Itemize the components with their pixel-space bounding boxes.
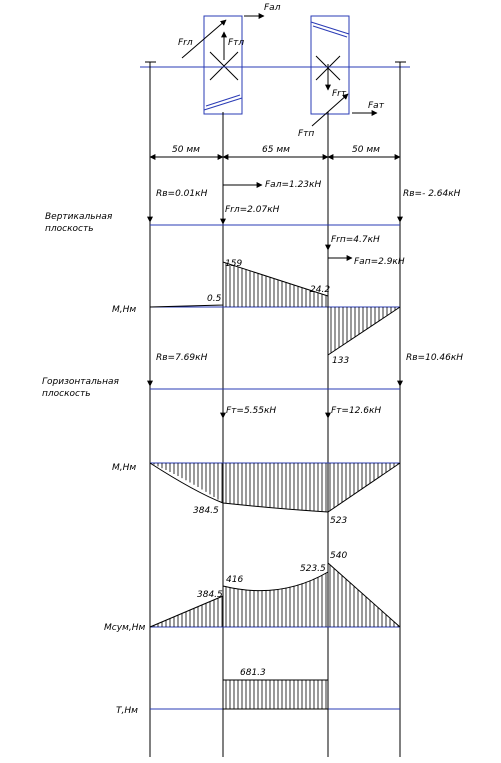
summary-v5235: 523.5 bbox=[300, 564, 326, 574]
summary-m-label: Мсум,Нм bbox=[104, 623, 145, 633]
horizontal-plane-title: Горизонтальная bbox=[42, 377, 119, 387]
vertical-v133: 133 bbox=[332, 356, 349, 366]
summary-v416: 416 bbox=[226, 575, 243, 585]
horizontal-m-curve bbox=[149, 462, 401, 513]
horizontal-v523: 523 bbox=[330, 516, 347, 526]
torque-rect bbox=[222, 679, 329, 710]
label-ft-right: Fтп bbox=[298, 129, 314, 139]
vertical-fa2: Fап=2.9кН bbox=[354, 257, 405, 267]
horizontal-ft2: Fт=12.6кН bbox=[331, 406, 381, 416]
vertical-m-label: М,Нм bbox=[112, 305, 136, 315]
vertical-fr2: Frп=4.7кН bbox=[331, 235, 380, 245]
torque-hatch bbox=[225, 680, 327, 709]
torque-v6813: 681.3 bbox=[240, 668, 266, 678]
horizontal-plane-subtitle: плоскость bbox=[42, 389, 91, 399]
top-force-arrows bbox=[181, 13, 378, 127]
horizontal-ft1: Fт=5.55кН bbox=[226, 406, 276, 416]
vertical-v159: 159 bbox=[225, 259, 242, 269]
dim-65: 65 мм bbox=[262, 145, 290, 155]
vertical-fr1: Frл=2.07кН bbox=[225, 205, 280, 215]
horizontal-ra: Rв=7.69кН bbox=[156, 353, 208, 363]
label-fr-left: Frл bbox=[178, 38, 193, 48]
vertical-v242: 24.2 bbox=[310, 285, 330, 295]
torque-label: Т,Нм bbox=[116, 706, 138, 716]
horizontal-m-label: М,Нм bbox=[112, 463, 136, 473]
summary-v3845: 384.5 bbox=[197, 590, 223, 600]
vertical-m-hatch bbox=[225, 262, 396, 353]
label-fr-right: Frт bbox=[332, 89, 347, 99]
vertical-v05: 0.5 bbox=[207, 294, 222, 304]
vertical-reference-lines bbox=[149, 62, 401, 757]
summary-m-hatch bbox=[153, 564, 399, 627]
right-gear bbox=[310, 15, 350, 115]
summary-v540: 540 bbox=[330, 551, 347, 561]
dim-50-right: 50 мм bbox=[352, 145, 380, 155]
horizontal-rb: Rв=10.46кН bbox=[406, 353, 463, 363]
gear-sketch bbox=[140, 15, 410, 115]
vertical-fa1: Fал=1.23кН bbox=[265, 180, 321, 190]
vertical-ra: Rв=0.01кН bbox=[156, 189, 208, 199]
horizontal-m-hatch bbox=[153, 463, 399, 512]
vertical-plane-subtitle: плоскость bbox=[45, 224, 94, 234]
label-fa-left: Fал bbox=[264, 3, 281, 13]
summary-m-curve bbox=[149, 561, 401, 628]
vertical-force-arrows bbox=[147, 182, 403, 261]
horizontal-v3845: 384.5 bbox=[193, 506, 219, 516]
horizontal-force-arrows bbox=[147, 360, 403, 419]
label-ft-left: Fтл bbox=[228, 38, 244, 48]
vertical-plane-title: Вертикальная bbox=[45, 212, 113, 222]
label-fa-right: Fат bbox=[368, 101, 385, 111]
vertical-rb: Rв=- 2.64кН bbox=[403, 189, 461, 199]
dim-50-left: 50 мм bbox=[172, 145, 200, 155]
vertical-m-curve bbox=[149, 261, 401, 356]
